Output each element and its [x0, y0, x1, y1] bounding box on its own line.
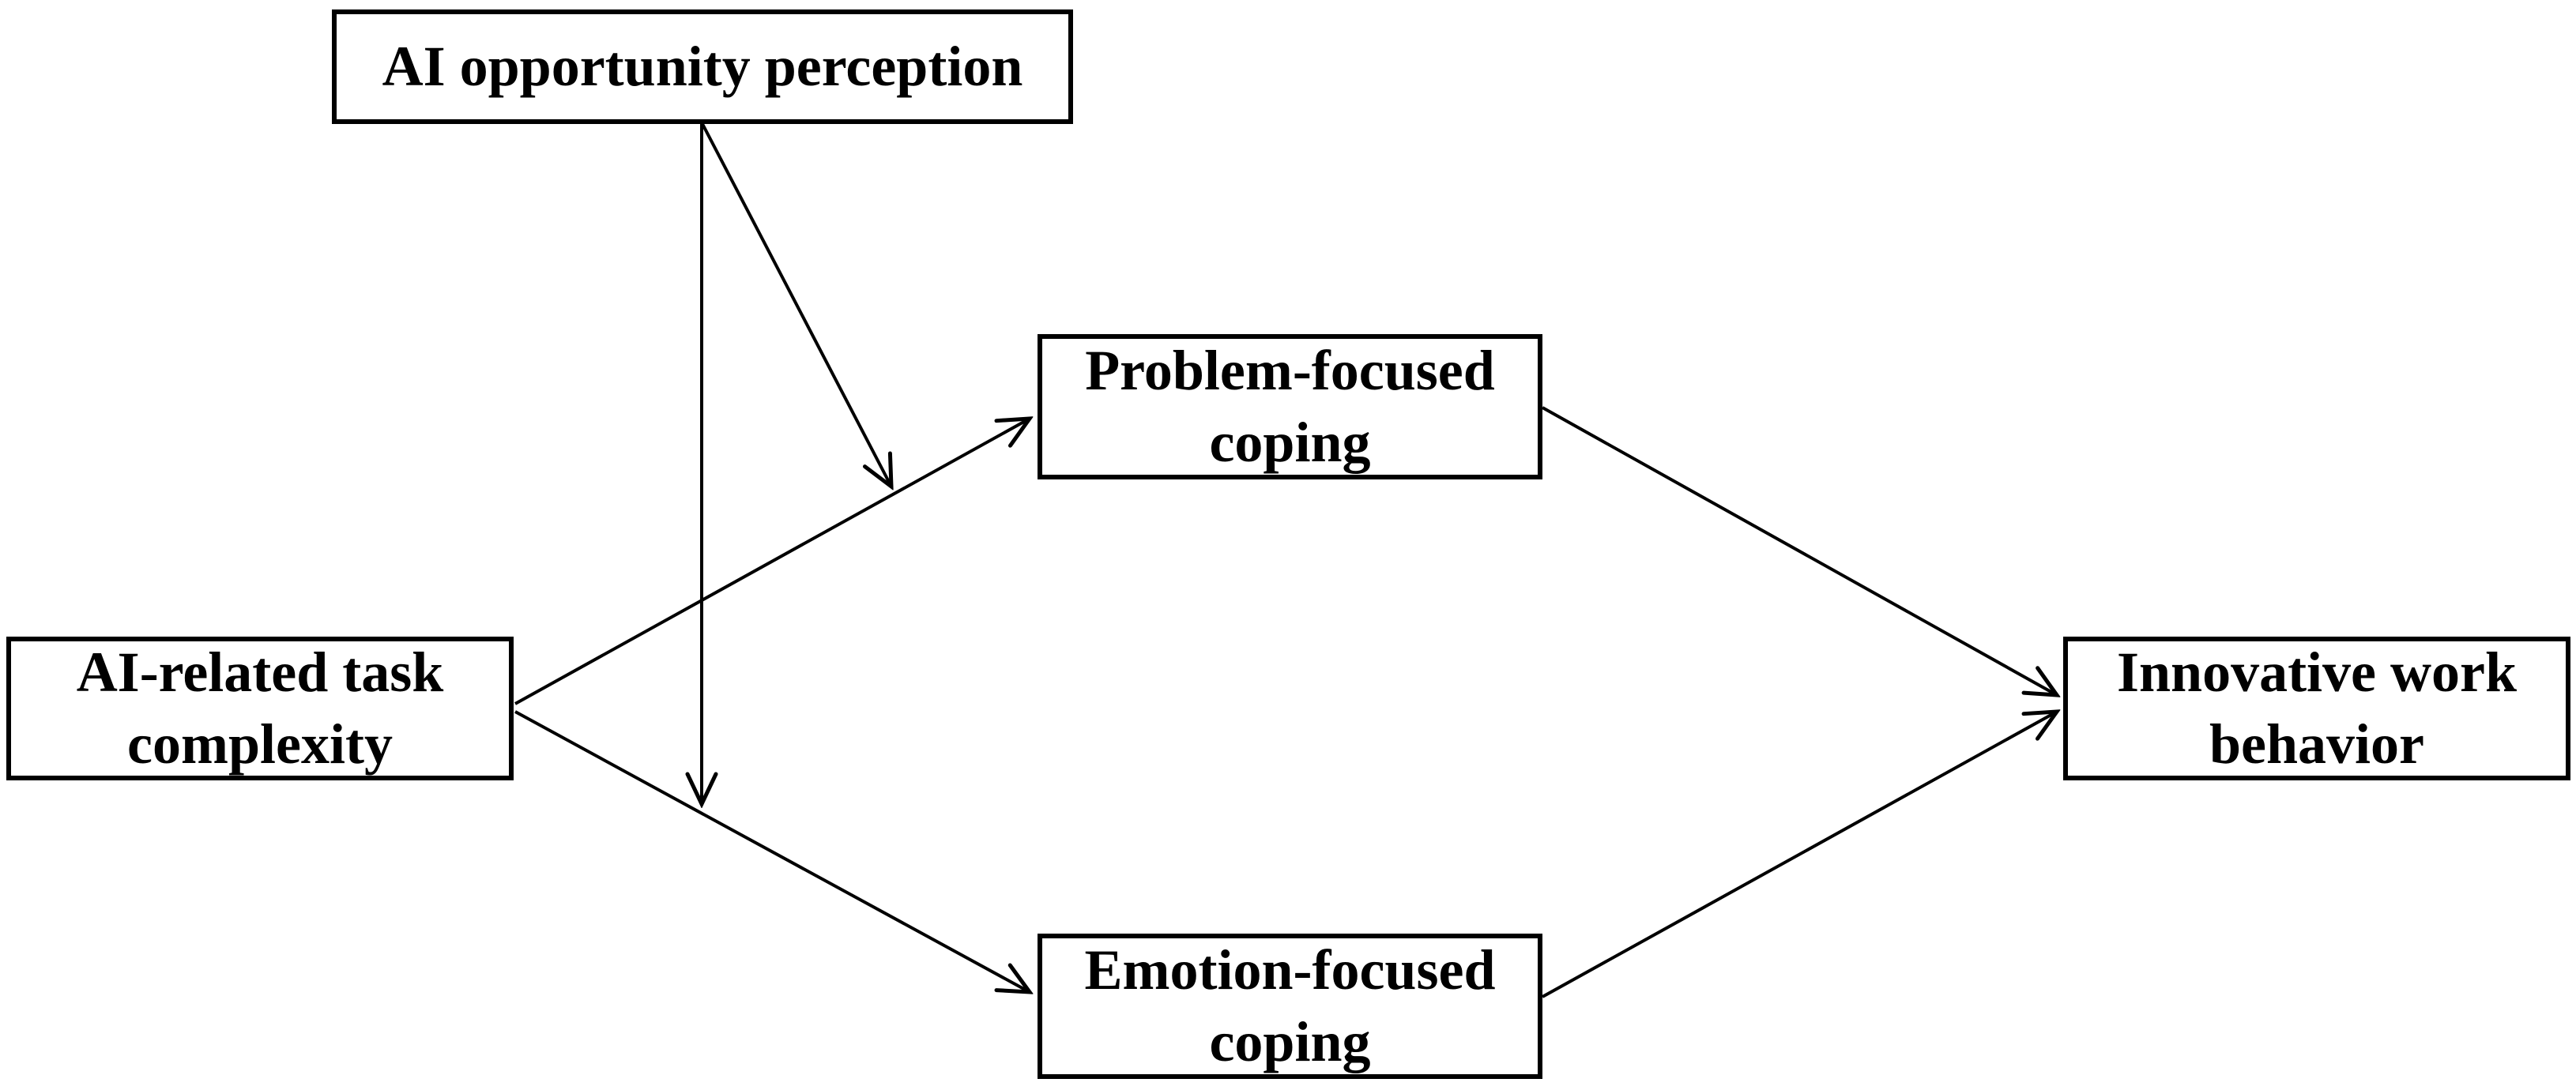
node-label: Emotion-focused coping — [1084, 938, 1496, 1073]
arrow-task-complexity-to-emotion-coping — [514, 710, 1030, 992]
node-ai-related-task-complexity: AI-related task complexity — [6, 637, 514, 780]
node-label: AI-related task complexity — [76, 641, 444, 776]
moderation-arrow-opportunity-perception-on-problem-path — [700, 122, 891, 487]
node-emotion-focused-coping: Emotion-focused coping — [1038, 934, 1542, 1079]
arrow-problem-coping-to-innovative-behavior — [1542, 406, 2057, 695]
node-label: Innovative work behavior — [2116, 641, 2518, 776]
node-label: AI opportunity perception — [382, 35, 1023, 99]
node-problem-focused-coping: Problem-focused coping — [1038, 334, 1542, 479]
arrow-emotion-coping-to-innovative-behavior — [1542, 712, 2057, 998]
node-innovative-work-behavior: Innovative work behavior — [2063, 637, 2570, 780]
node-label: Problem-focused coping — [1085, 339, 1495, 474]
arrow-task-complexity-to-problem-coping — [514, 419, 1030, 705]
node-ai-opportunity-perception: AI opportunity perception — [332, 9, 1073, 124]
